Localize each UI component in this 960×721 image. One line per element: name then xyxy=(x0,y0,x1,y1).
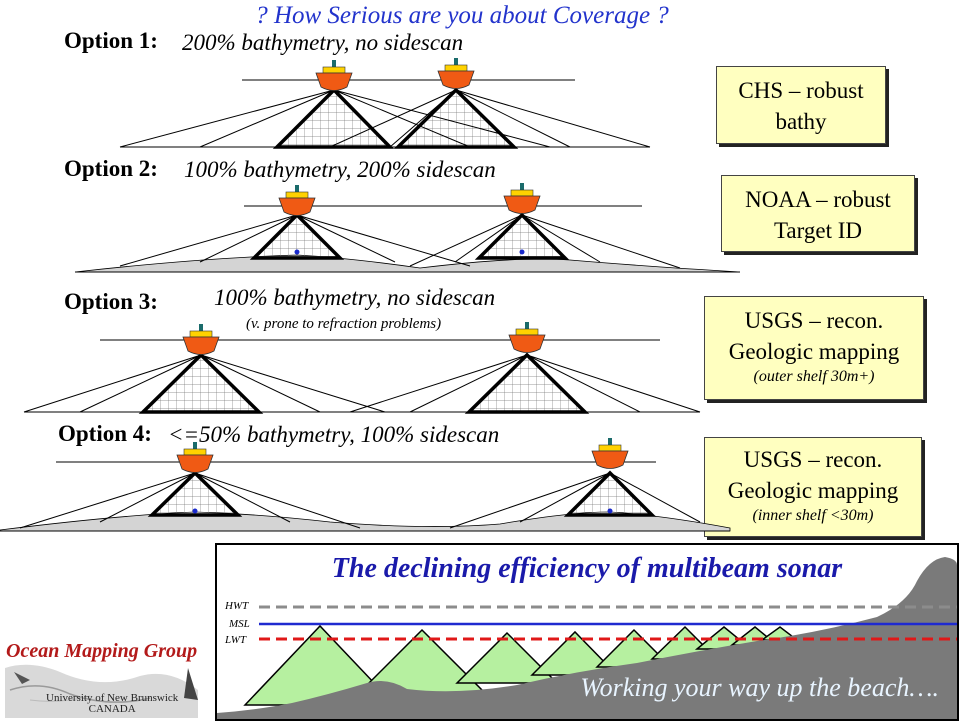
option-3-label: Option 3 xyxy=(64,289,151,314)
option-1-label: Option 1 xyxy=(64,28,151,53)
option-4-box: USGS – recon. Geologic mapping (inner sh… xyxy=(704,437,922,537)
option-4-description: <=50% bathymetry, 100% sidescan xyxy=(168,422,500,447)
msl-label: MSL xyxy=(229,618,250,630)
ocean-mapping-logo-graphic xyxy=(5,664,198,718)
option-4-box-line-2: Geologic mapping xyxy=(727,478,899,503)
option-3-box: USGS – recon. Geologic mapping (outer sh… xyxy=(704,296,924,400)
ship-icon xyxy=(182,323,220,355)
panel-caption: Working your way up the beach…. xyxy=(580,673,939,702)
ship-icon xyxy=(437,57,475,89)
option-3-description: 100% bathymetry, no sidescan xyxy=(214,285,496,310)
option-4-box-line-1: USGS – recon. xyxy=(743,447,883,472)
option-2-box-line-2: Target ID xyxy=(773,218,862,243)
option-1-box: CHS – robust bathy xyxy=(716,66,886,144)
option-3-diagram xyxy=(23,321,701,414)
option-3-note: (v. prone to refraction problems) xyxy=(246,316,442,332)
ship-icon xyxy=(278,184,316,216)
beach-profile-graphic xyxy=(217,557,957,719)
ship-icon xyxy=(591,437,629,469)
option-2-box: NOAA – robust Target ID xyxy=(721,175,915,252)
option-2-description: 100% bathymetry, 200% sidescan xyxy=(184,157,496,182)
option-3-box-line-2: Geologic mapping xyxy=(728,339,900,364)
option-1-description: 200% bathymetry, no sidescan xyxy=(182,30,464,55)
option-1-diagram xyxy=(119,57,651,149)
efficiency-panel: The declining efficiency of multibeam so… xyxy=(215,543,959,721)
option-4-label: Option 4 xyxy=(58,421,145,446)
option-3-box-line-1: USGS – recon. xyxy=(744,308,884,333)
logo-name: Ocean Mapping Group xyxy=(6,640,198,662)
option-2-label: Option 2 xyxy=(64,156,151,181)
option-3-row: Option 3: xyxy=(64,289,158,315)
option-2-box-line-1: NOAA – robust xyxy=(745,187,891,212)
option-1-box-line-1: CHS – robust xyxy=(738,78,864,103)
option-4-box-note: (inner shelf <30m) xyxy=(752,507,874,524)
ship-icon xyxy=(508,321,546,353)
option-2-row: Option 2: xyxy=(64,156,158,182)
option-1-row: Option 1: xyxy=(64,28,158,54)
logo-university-name: University of New Brunswick xyxy=(46,692,179,704)
ship-icon xyxy=(315,59,353,91)
logo-university: University of New Brunswick CANADA xyxy=(46,693,178,715)
option-1-box-line-2: bathy xyxy=(775,109,827,134)
option-3-box-note: (outer shelf 30m+) xyxy=(753,368,875,385)
slide-title: ? How Serious are you about Coverage ? xyxy=(255,2,669,29)
panel-title: The declining efficiency of multibeam so… xyxy=(331,553,843,584)
option-4-row: Option 4: xyxy=(58,421,152,447)
lwt-label: LWT xyxy=(225,634,246,646)
hwt-label: HWT xyxy=(225,600,249,612)
option-4-diagram xyxy=(0,437,731,532)
option-1-colon: : xyxy=(150,28,158,53)
option-4-colon: : xyxy=(144,421,152,446)
ship-icon xyxy=(176,441,214,473)
logo-country: CANADA xyxy=(88,703,136,715)
ship-icon xyxy=(503,182,541,214)
option-3-colon: : xyxy=(150,289,158,314)
option-2-diagram xyxy=(74,182,741,273)
option-2-colon: : xyxy=(150,156,158,181)
